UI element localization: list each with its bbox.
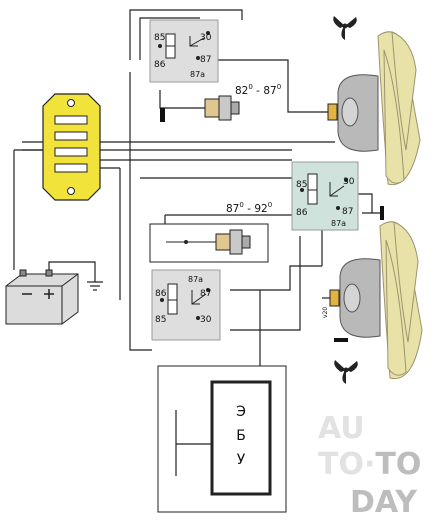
ecu-letter-2: Б	[236, 428, 246, 444]
relay-middle-pin-87a: 87a	[331, 219, 346, 228]
relay-bottom-pin-87a: 87a	[188, 275, 203, 284]
fan-upper-blades	[377, 31, 421, 186]
temperature-switch-bottom	[149, 223, 269, 263]
ground-symbol	[87, 281, 103, 291]
watermark-line-3: DAY	[350, 485, 418, 520]
fan-upper-connector	[327, 103, 338, 121]
ecu-letter-1: Э	[236, 404, 246, 420]
relay-middle-pin-85: 85	[296, 180, 307, 190]
sensor-top-range: 820 - 870	[235, 83, 281, 97]
sensor-bottom-range: 870 - 920	[226, 201, 272, 215]
relay-top-pin-87a: 87a	[190, 70, 205, 79]
relay-middle-pin-86: 86	[296, 208, 308, 218]
fan-lower-connector	[329, 289, 340, 307]
relay-bottom-pin-85: 85	[155, 315, 166, 325]
fan-lower-marking: v20	[322, 307, 329, 318]
battery	[5, 261, 103, 325]
relay-top-pin-86: 86	[154, 60, 166, 70]
battery-terminal-positive	[45, 269, 53, 277]
watermark: AU TO·TO DAY	[318, 411, 421, 520]
relay-middle: 85 30 86 87 87a	[291, 161, 359, 231]
fan-icon-bottom	[334, 360, 358, 384]
watermark-line-1: AU	[318, 411, 365, 446]
fan-lower-blades	[379, 221, 423, 380]
relay-top-pin-30: 30	[200, 33, 212, 43]
fuse-block-mount-hole-top	[67, 99, 75, 107]
relay-middle-pin-30: 30	[343, 177, 355, 187]
watermark-line-2: TO·TO	[318, 447, 421, 482]
fuse-block-mount-hole-bottom	[67, 187, 75, 195]
fuse-slots	[54, 115, 88, 173]
temperature-switch-top	[204, 95, 240, 121]
battery-terminal-negative	[19, 269, 27, 277]
relay-bottom-pin-87: 87	[200, 289, 211, 299]
fan-upper	[327, 31, 421, 186]
ecu-unit	[210, 380, 272, 496]
relay-bottom-pin-86: 86	[155, 289, 167, 299]
relay-bottom-pin-30: 30	[200, 315, 212, 325]
fan-icon-top	[333, 16, 357, 40]
ecu-letter-3: У	[237, 452, 246, 468]
relay-top-pin-87: 87	[200, 55, 211, 65]
fan-lower: v20	[322, 221, 423, 380]
relay-bottom: 86 87a 87 85 30	[151, 269, 221, 341]
relay-middle-pin-87: 87	[342, 207, 353, 217]
ecu-block: Э Б У	[157, 365, 287, 513]
fuse-block	[42, 93, 101, 201]
relay-top: 85 30 86 87 87a	[149, 19, 219, 83]
relay-top-pin-85: 85	[154, 33, 165, 43]
